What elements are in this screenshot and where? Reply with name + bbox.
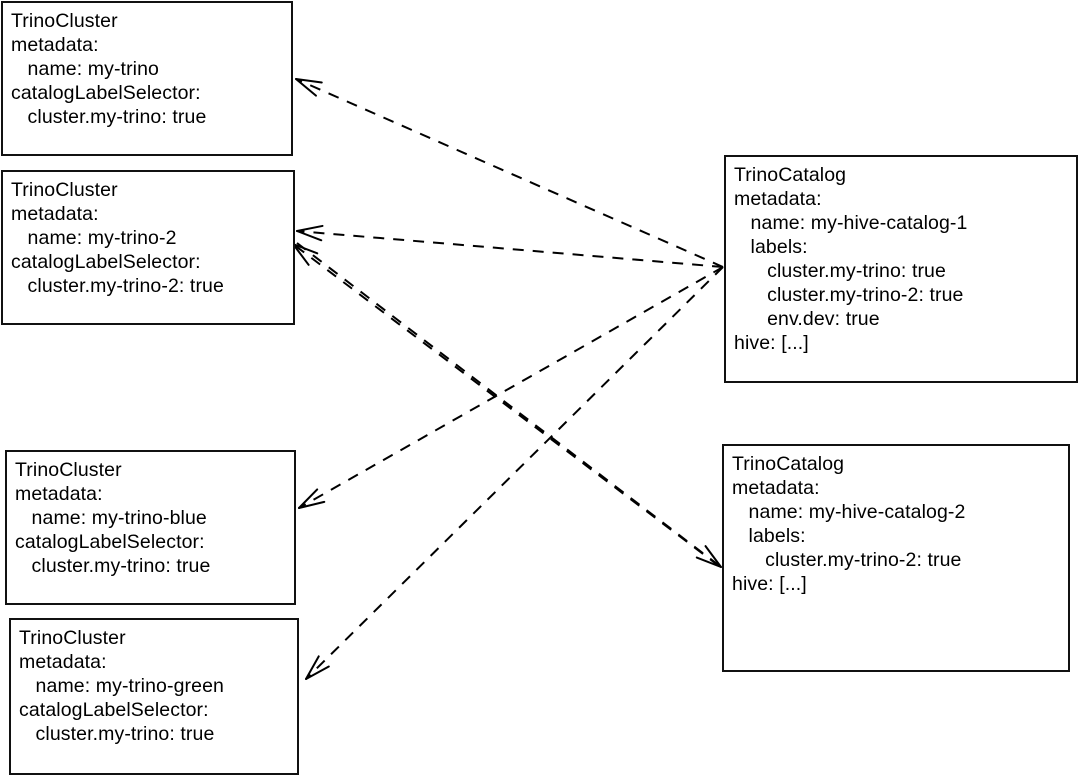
node-spec-line: cluster.my-trino: true	[19, 723, 215, 745]
node-spec-line: metadata:	[19, 651, 107, 673]
node-kind-label: TrinoCluster	[11, 179, 118, 201]
arrowhead-icon	[298, 488, 319, 509]
edge-my-trino-2-to-catalog2	[296, 242, 722, 568]
node-spec-line: cluster.my-trino-2: true	[734, 284, 964, 306]
node-spec-line: metadata:	[15, 483, 103, 505]
arrowhead-icon	[296, 224, 324, 232]
arrowhead-icon	[292, 243, 310, 266]
node-spec-line: catalogLabelSelector:	[19, 699, 209, 721]
edge-line	[296, 242, 722, 568]
edge-line	[295, 78, 724, 268]
edge-line	[292, 243, 720, 567]
arrowhead-icon	[704, 545, 722, 568]
arrowhead-icon	[295, 78, 323, 84]
arrowhead-icon	[305, 665, 330, 680]
edge-catalog1-to-my-trino-2-a	[296, 224, 724, 268]
node-spec-line: catalogLabelSelector:	[11, 82, 201, 104]
node-spec-line: hive: [...]	[734, 332, 809, 354]
node-kind-label: TrinoCluster	[19, 627, 126, 649]
node-spec-line: metadata:	[11, 203, 99, 225]
node-kind-label: TrinoCluster	[15, 459, 122, 481]
node-spec-line: cluster.my-trino-2: true	[11, 275, 224, 297]
node-spec-line: metadata:	[732, 477, 820, 499]
edge-line	[305, 266, 724, 680]
node-spec-line: cluster.my-trino: true	[734, 260, 946, 282]
edge-line	[298, 266, 724, 509]
node-spec-line: catalogLabelSelector:	[15, 531, 205, 553]
edge-catalog1-to-my-trino-blue	[298, 266, 724, 509]
node-spec-line: cluster.my-trino-2: true	[732, 549, 962, 571]
node-spec-line: env.dev: true	[734, 308, 880, 330]
arrowhead-icon	[305, 655, 320, 680]
node-spec-line: metadata:	[734, 188, 822, 210]
node-spec-line: metadata:	[11, 34, 99, 56]
node-spec-line: catalogLabelSelector:	[11, 251, 201, 273]
node-spec-line: name: my-hive-catalog-1	[734, 212, 968, 234]
node-kind-label: TrinoCatalog	[732, 453, 845, 475]
arrowhead-icon	[292, 243, 319, 255]
edge-line	[296, 230, 724, 268]
node-spec-line: cluster.my-trino: true	[11, 106, 207, 128]
arrowhead-icon	[295, 78, 317, 97]
arrowhead-icon	[695, 556, 722, 568]
node-spec-line: cluster.my-trino: true	[15, 555, 211, 577]
edge-catalog1-to-my-trino-green	[305, 266, 724, 680]
node-spec-line: name: my-trino-green	[19, 675, 224, 697]
node-spec-line: name: my-trino-2	[11, 227, 177, 249]
node-spec-line: name: my-hive-catalog-2	[732, 501, 966, 523]
node-spec-line: name: my-trino-blue	[15, 507, 207, 529]
node-spec-line: labels:	[734, 236, 808, 258]
edge-catalog2-to-my-trino-2-b	[292, 243, 720, 567]
node-kind-label: TrinoCluster	[11, 10, 118, 32]
node-spec-line: name: my-trino	[11, 58, 159, 80]
arrowhead-icon	[296, 230, 323, 242]
node-kind-label: TrinoCatalog	[734, 164, 847, 186]
node-spec-line: hive: [...]	[732, 573, 807, 595]
node-spec-line: labels:	[732, 525, 806, 547]
arrowhead-icon	[298, 500, 326, 509]
edge-catalog1-to-my-trino	[295, 78, 724, 268]
